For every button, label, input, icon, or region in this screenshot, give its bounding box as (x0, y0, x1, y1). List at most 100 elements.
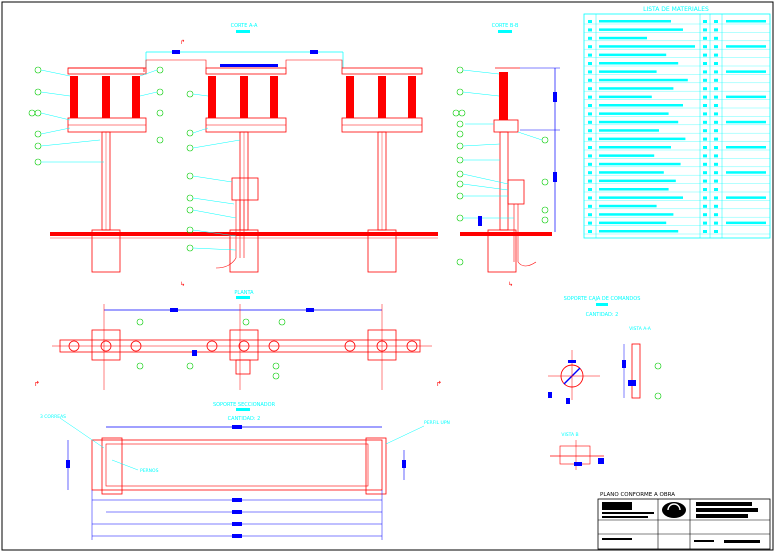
materials-row-number (588, 221, 592, 225)
insulators-middle (208, 76, 278, 118)
materials-row-description (599, 87, 674, 90)
svg-text:↱: ↱ (34, 380, 40, 388)
materials-row-unit (714, 20, 718, 23)
materials-row-qty (703, 204, 707, 208)
materials-row-unit (714, 204, 718, 208)
materials-row-description (599, 196, 683, 199)
materials-row-description (599, 112, 669, 115)
planta-view: PLANTA ↱ ↱ (34, 290, 442, 390)
svg-text:↳: ↳ (508, 281, 513, 288)
materials-row-qty (703, 78, 707, 82)
label-pernos: PERNOS (140, 468, 159, 474)
materials-row-number (588, 230, 592, 233)
company-logo-block (602, 502, 632, 510)
materials-row-number (588, 53, 592, 57)
materials-row-remark (726, 95, 766, 99)
soporte-seccionador-title: SOPORTE SECCIONADOR (213, 402, 276, 408)
materials-row-number (588, 112, 592, 116)
insulators-right (346, 76, 416, 118)
materials-row-number (588, 70, 592, 74)
materials-row-description (599, 70, 657, 73)
materials-row-unit (714, 120, 718, 124)
materials-row-number (588, 171, 592, 175)
materials-row-unit (714, 221, 718, 225)
materials-row-remark (726, 196, 766, 199)
materials-row-number (588, 45, 592, 49)
materials-row-description (599, 78, 688, 82)
materials-row-number (588, 162, 592, 166)
materials-row-qty (703, 120, 707, 124)
materials-row-unit (714, 62, 718, 65)
materials-row-qty (703, 213, 707, 217)
materials-row-qty (703, 179, 707, 183)
materials-row-qty (703, 230, 707, 233)
plano-conforme-label: PLANO CONFORME A OBRA (600, 492, 675, 498)
materials-row-qty (703, 36, 707, 40)
materials-row-unit (714, 213, 718, 217)
materials-list-title: LISTA DE MATERIALES (643, 6, 709, 13)
materials-row-number (588, 204, 592, 208)
materials-row-number (588, 188, 592, 191)
materials-row-unit (714, 112, 718, 116)
corte-aa-title: CORTE A-A (231, 23, 258, 29)
materials-row-qty (703, 162, 707, 166)
materials-row-qty (703, 104, 707, 107)
materials-row-number (588, 28, 592, 32)
materials-row-number (588, 20, 592, 23)
title-block: PLANO CONFORME A OBRA (597, 492, 771, 550)
materials-row-qty (703, 154, 707, 158)
materials-row-qty (703, 87, 707, 91)
materials-row-number (588, 120, 592, 124)
materials-row-qty (703, 62, 707, 65)
callouts-corte-aa (28, 66, 194, 252)
materials-row-description (599, 129, 659, 132)
label-correas: 3 CORREAS (40, 414, 66, 420)
materials-row-unit (714, 53, 718, 57)
materials-row-number (588, 104, 592, 107)
company-logo-icon (662, 502, 686, 518)
materials-row-description (599, 20, 671, 23)
materials-row-remark (726, 120, 766, 124)
materials-row-remark (726, 221, 766, 225)
materials-row-description (599, 120, 679, 124)
insulators-left (70, 76, 140, 118)
materials-row-unit (714, 179, 718, 183)
materials-row-qty (703, 129, 707, 133)
materials-row-unit (714, 146, 718, 149)
materials-row-unit (714, 129, 718, 133)
materials-row-number (588, 36, 592, 40)
materials-row-description (599, 162, 681, 166)
materials-row-unit (714, 78, 718, 82)
materials-row-unit (714, 188, 718, 191)
materials-row-qty (703, 28, 707, 32)
materials-row-number (588, 62, 592, 65)
soporte-caja-qty: CANTIDAD: 2 (586, 312, 619, 318)
materials-row-description (599, 221, 667, 225)
materials-row-qty (703, 20, 707, 23)
materials-row-number (588, 78, 592, 82)
materials-row-description (599, 188, 669, 191)
materials-row-description (599, 171, 664, 174)
materials-row-unit (714, 196, 718, 200)
materials-row-unit (714, 70, 718, 74)
materials-row-number (588, 146, 592, 149)
materials-row-unit (714, 137, 718, 141)
materials-row-description (599, 53, 667, 57)
materials-row-qty (703, 53, 707, 57)
materials-list: LISTA DE MATERIALES (583, 6, 771, 239)
materials-row-description (599, 62, 679, 65)
materials-row-number (588, 129, 592, 133)
materials-row-qty (703, 196, 707, 200)
planta-title: PLANTA (234, 290, 254, 296)
svg-text:↱: ↱ (436, 380, 442, 388)
materials-row-qty (703, 188, 707, 191)
materials-row-description (599, 213, 674, 216)
materials-row-qty (703, 221, 707, 225)
materials-row-unit (714, 95, 718, 99)
label-perfil: PERFIL UPN (424, 420, 450, 426)
materials-row-unit (714, 36, 718, 40)
vista-b-title: VISTA B (561, 432, 578, 438)
materials-row-unit (714, 154, 718, 158)
materials-row-number (588, 196, 592, 200)
